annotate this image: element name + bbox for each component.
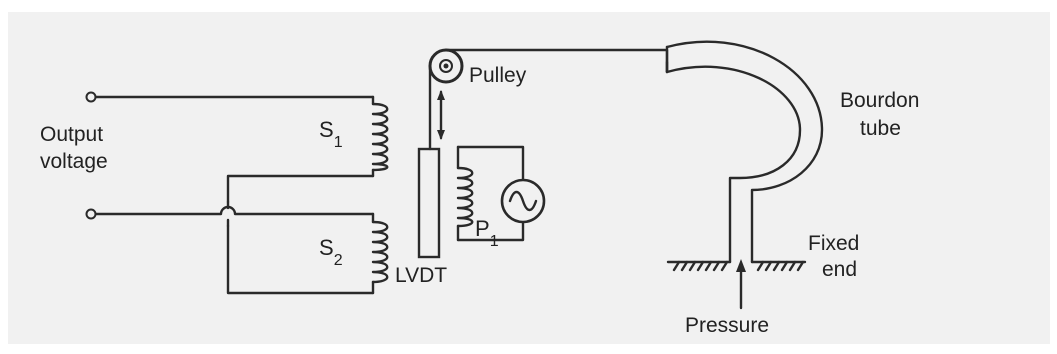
output-terminal-bottom (85, 208, 97, 220)
wire-bottom-output (94, 205, 375, 216)
output-terminal-top (85, 91, 97, 103)
s2-label: S2 (319, 235, 343, 269)
pulley (428, 48, 464, 84)
s1-label: S1 (319, 117, 343, 151)
ac-source (500, 178, 546, 224)
bourdon-tube-label-line2: tube (860, 117, 901, 140)
fixed-end-label-line1: Fixed (808, 232, 859, 255)
bourdon-tube-label-line1: Bourdon (840, 89, 919, 112)
ac-sine-icon (508, 190, 538, 212)
pulley-hub-ring (439, 59, 453, 73)
pressure-arrow-icon (736, 259, 746, 310)
output-voltage-label-line1: Output (40, 123, 103, 146)
wire-s1-bottom (226, 174, 375, 204)
p1-label: P1 (475, 216, 499, 250)
lvdt-label: LVDT (395, 264, 447, 287)
primary-coil-p1 (456, 145, 474, 242)
pressure-label: Pressure (685, 314, 769, 337)
primary-loop-wire (456, 145, 525, 242)
lvdt-core (417, 147, 441, 259)
diagram-panel (8, 12, 1050, 344)
pulley-label: Pulley (469, 64, 527, 87)
fixed-end-ground (666, 260, 807, 272)
secondary-coil-s2 (371, 212, 389, 295)
fixed-end-label-line2: end (822, 258, 857, 281)
pulley-axle (443, 63, 449, 69)
bourdon-tube (665, 40, 824, 264)
output-voltage-label-line2: voltage (40, 150, 108, 173)
wire-crossover-hop (226, 224, 375, 295)
secondary-coil-s1 (371, 95, 389, 178)
double-arrow-icon (437, 90, 445, 140)
